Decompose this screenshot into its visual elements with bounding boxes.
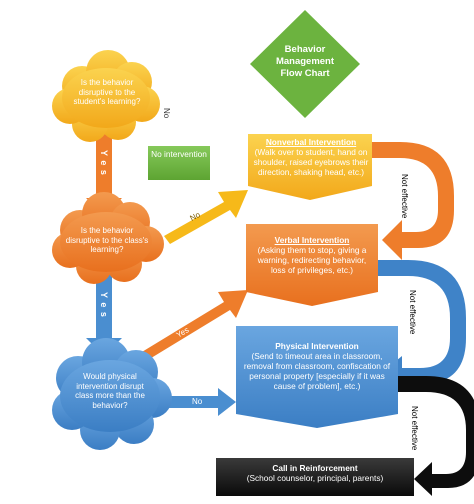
verbal-title: Verbal Intervention (274, 235, 350, 245)
reinforcement-box (216, 458, 414, 496)
no-label-q3: No (192, 397, 203, 406)
nonverbal-box (248, 134, 372, 200)
nonverbal-body: (Walk over to student, hand on shoulder,… (253, 146, 369, 177)
question-2-text: Is the behavior disruptive to the class'… (65, 226, 149, 255)
question-1-text: Is the behavior disruptive to the studen… (73, 78, 141, 107)
yes-arrow-down-2 (86, 272, 122, 356)
no-intervention-text: No intervention (151, 149, 207, 159)
physical-box (236, 326, 398, 428)
no-arrow-q2 (164, 190, 248, 244)
yes-label-1: Y e s (99, 150, 109, 176)
no-intervention-box (148, 146, 210, 180)
title-line-3: Flow Chart (280, 67, 330, 79)
uturn-arrow-black (398, 376, 474, 496)
verbal-box (246, 224, 378, 306)
nonverbal-content: Nonverbal Intervention (Walk over to stu… (252, 137, 370, 178)
title-diamond (250, 10, 360, 118)
physical-title: Physical Intervention (275, 341, 359, 351)
uturn-arrow-orange (372, 142, 454, 260)
physical-content: Physical Intervention (Send to timeout a… (240, 341, 394, 392)
no-label-q1: No (162, 108, 171, 119)
question-cloud-1 (52, 50, 160, 142)
verbal-content: Verbal Intervention (Asking them to stop… (250, 235, 374, 276)
yes-arrow-q3 (132, 290, 248, 366)
reinforcement-body: (School counselor, principal, parents) (246, 472, 384, 483)
title-text: Behavior Management Flow Chart (262, 44, 348, 80)
reinforcement-title: Call in Reinforcement (272, 463, 358, 473)
not-effective-label-1: Not effective (400, 174, 409, 219)
no-arrow-q3 (150, 388, 236, 416)
reinforcement-content: Call in Reinforcement (School counselor,… (218, 463, 412, 484)
question-cloud-3 (52, 338, 172, 450)
title-line-1: Behavior (284, 44, 326, 55)
yes-arrow-down-1 (86, 132, 122, 216)
title-line-2: Management (275, 55, 335, 67)
nonverbal-title: Nonverbal Intervention (265, 137, 357, 147)
yes-label-2: Y e s (99, 292, 109, 318)
uturn-arrow-blue (378, 260, 466, 392)
not-effective-label-2: Not effective (408, 290, 417, 335)
not-effective-label-3: Not effective (410, 406, 419, 451)
question-3-text: Would physical intervention disrupt clas… (75, 372, 145, 410)
physical-body: (Send to timeout area in classroom, remo… (243, 350, 391, 391)
question-cloud-2 (52, 192, 164, 284)
verbal-body: (Asking them to stop, giving a warning, … (257, 244, 367, 275)
